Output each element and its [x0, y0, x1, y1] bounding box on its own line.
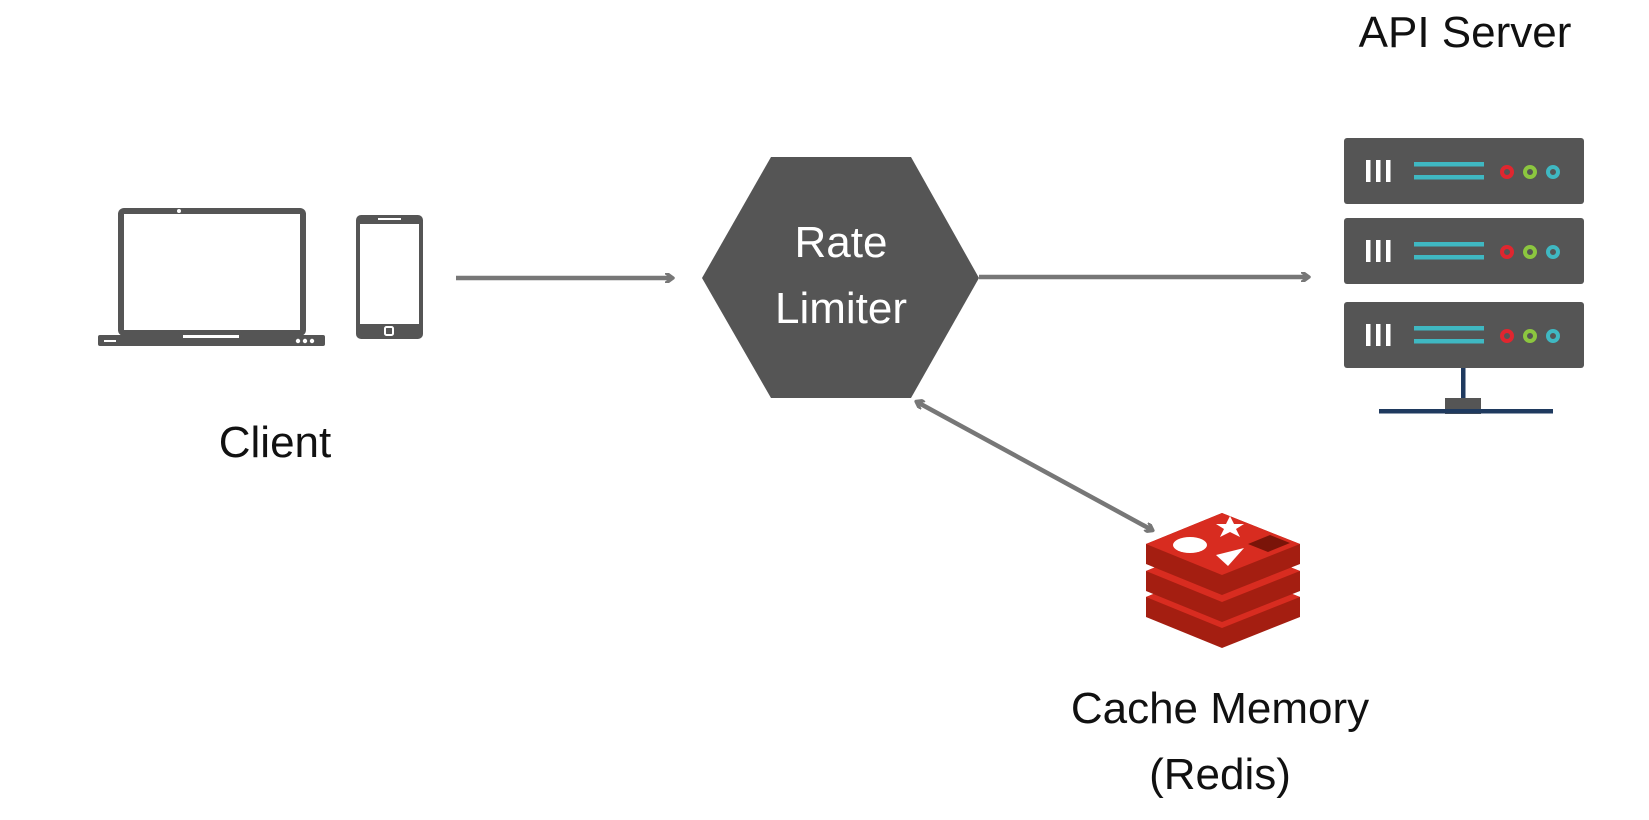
smartphone-icon [356, 215, 423, 339]
cache-memory-label: Cache Memory (Redis) [1040, 676, 1400, 808]
api-server-label: API Server [1358, 8, 1572, 57]
rate-limiter-label: Rate Limiter [701, 210, 981, 342]
server-unit [1344, 218, 1584, 284]
server-rack-icon [1344, 138, 1584, 414]
cache-memory-label-line2: (Redis) [1149, 750, 1291, 799]
client-label: Client [218, 418, 332, 467]
cache-memory-label-line1: Cache Memory [1070, 684, 1370, 733]
server-unit [1344, 302, 1584, 368]
arrow-rate-limiter-cache-bidirectional [917, 402, 1152, 530]
rate-limiter-hexagon [702, 157, 979, 398]
rate-limiter-label-line1: Rate [794, 218, 888, 267]
redis-logo-icon [1146, 513, 1300, 648]
server-unit [1344, 138, 1584, 204]
rate-limiter-label-line2: Limiter [774, 284, 908, 333]
laptop-icon [98, 208, 325, 346]
